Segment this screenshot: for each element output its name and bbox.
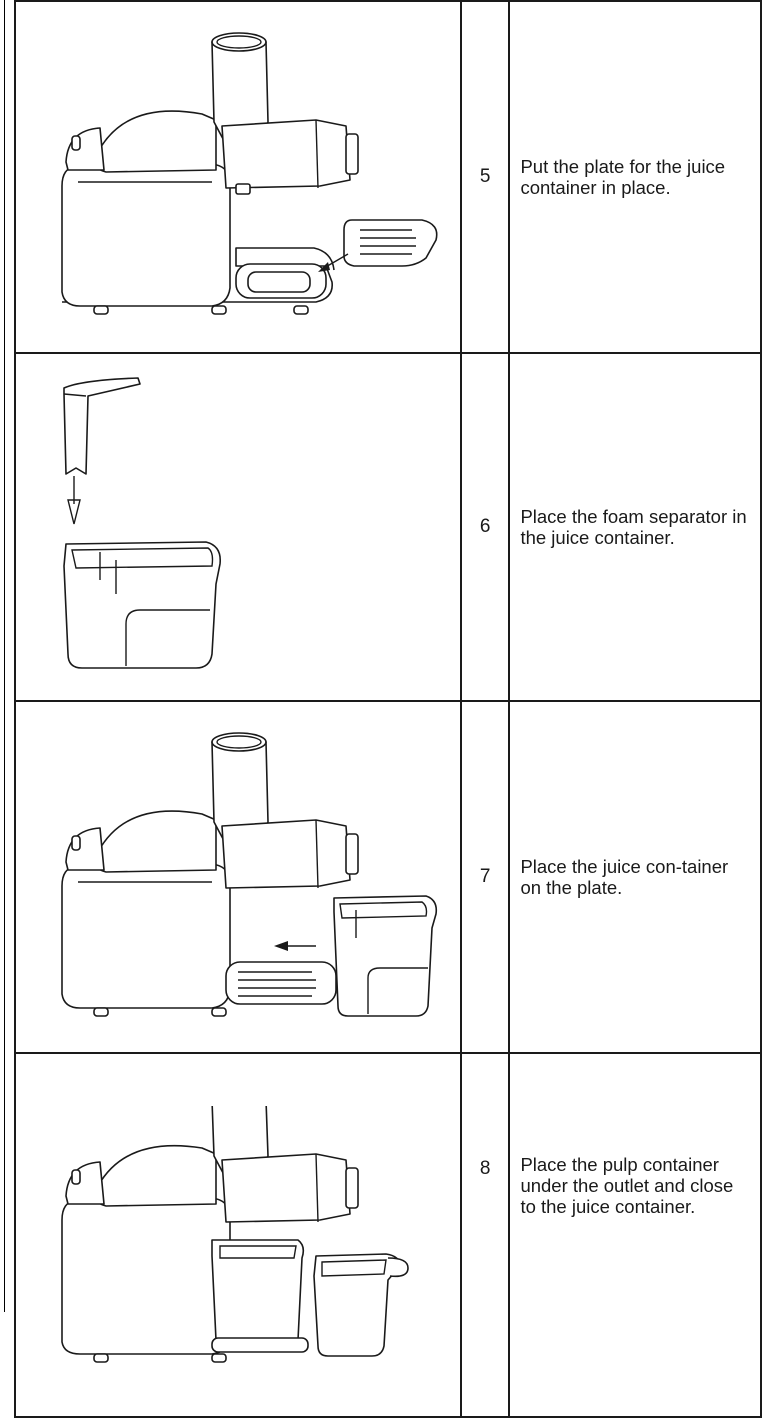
page-margin-line	[4, 0, 5, 1312]
juice-container-illustration	[16, 702, 460, 1052]
step-illustration-cell	[15, 1053, 461, 1417]
pulp-container-illustration	[16, 1106, 460, 1364]
step-number: 5	[461, 1, 509, 353]
step-text: Place the juice con-tainer on the plate.	[509, 701, 761, 1053]
step-number: 7	[461, 701, 509, 1053]
step-number: 6	[461, 353, 509, 701]
step-illustration-cell	[15, 1, 461, 353]
step-number: 8	[461, 1053, 509, 1417]
step-row: 7 Place the juice con-tainer on the plat…	[15, 701, 761, 1053]
step-row: 5 Put the plate for the juice container …	[15, 1, 761, 353]
juicer-plate-illustration	[16, 2, 460, 352]
step-illustration-cell	[15, 353, 461, 701]
foam-separator-illustration	[16, 354, 460, 700]
step-text: Place the pulp container under the outle…	[509, 1053, 761, 1417]
step-text: Put the plate for the juice container in…	[509, 1, 761, 353]
step-row: 6 Place the foam separator in the juice …	[15, 353, 761, 701]
instruction-table: 5 Put the plate for the juice container …	[14, 0, 762, 1418]
step-row: 8 Place the pulp container under the out…	[15, 1053, 761, 1417]
step-illustration-cell	[15, 701, 461, 1053]
step-text: Place the foam separator in the juice co…	[509, 353, 761, 701]
